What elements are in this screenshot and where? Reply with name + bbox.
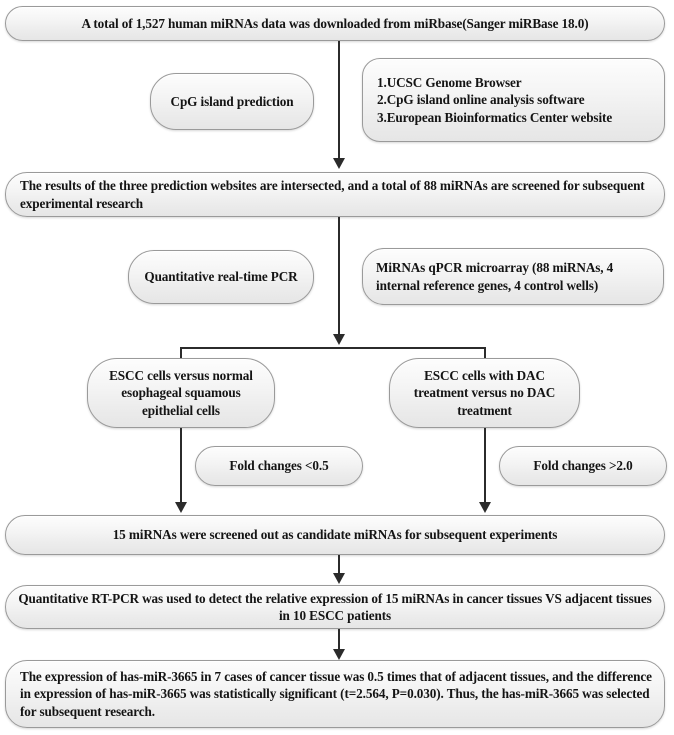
- node-escc-dac: ESCC cells with DAC treatment versus no …: [389, 358, 580, 428]
- node-tools-list: 1.UCSC Genome Browser 2.CpG island onlin…: [362, 58, 665, 142]
- node-qpcr-method: Quantitative real-time PCR: [128, 250, 314, 304]
- node-source: A total of 1,527 human miRNAs data was d…: [5, 6, 665, 41]
- node-candidates-label: 15 miRNAs were screened out as candidate…: [112, 527, 558, 543]
- node-conclusion-label: The expression of has-miR-3665 in 7 case…: [20, 669, 652, 719]
- node-rtpcr-validation: Quantitative RT-PCR was used to detect t…: [5, 585, 665, 629]
- node-fold-up-label: Fold changes >2.0: [533, 458, 633, 474]
- connector-candidates-to-rtpcr: [338, 555, 340, 575]
- node-escc-vs-normal: ESCC cells versus normal esophageal squa…: [87, 358, 275, 428]
- node-conclusion: The expression of has-miR-3665 in 7 case…: [5, 660, 665, 728]
- node-intersect-results: The results of the three prediction webs…: [5, 172, 665, 217]
- arrowhead-intersect-to-split: [333, 334, 345, 345]
- connector-escc-left-down: [180, 428, 182, 504]
- connector-split-bar: [180, 347, 486, 349]
- connector-intersect-to-split: [338, 217, 340, 336]
- node-qpcr-method-label: Quantitative real-time PCR: [144, 269, 298, 285]
- node-cpg-prediction: CpG island prediction: [150, 73, 314, 130]
- connector-split-right-drop: [484, 347, 486, 360]
- node-escc-dac-label: ESCC cells with DAC treatment versus no …: [413, 368, 556, 418]
- connector-source-to-intersect: [338, 41, 340, 160]
- arrowhead-escc-right-down: [479, 502, 491, 513]
- node-source-label: A total of 1,527 human miRNAs data was d…: [81, 15, 589, 31]
- arrowhead-escc-left-down: [175, 502, 187, 513]
- node-microarray-label: MiRNAs qPCR microarray (88 miRNAs, 4 int…: [376, 260, 614, 293]
- node-intersect-results-label: The results of the three prediction webs…: [20, 178, 645, 211]
- arrowhead-rtpcr-to-conclusion: [333, 649, 345, 660]
- arrowhead-source-to-intersect: [333, 158, 345, 169]
- node-candidates: 15 miRNAs were screened out as candidate…: [5, 515, 665, 555]
- connector-rtpcr-to-conclusion: [338, 629, 340, 651]
- node-rtpcr-validation-label: Quantitative RT-PCR was used to detect t…: [18, 590, 652, 623]
- node-fold-down: Fold changes <0.5: [195, 446, 363, 486]
- node-tools-list-label: 1.UCSC Genome Browser 2.CpG island onlin…: [377, 75, 613, 125]
- connector-escc-right-down: [484, 428, 486, 504]
- node-cpg-prediction-label: CpG island prediction: [170, 93, 294, 109]
- connector-split-left-drop: [180, 347, 182, 360]
- arrowhead-candidates-to-rtpcr: [333, 573, 345, 584]
- node-fold-up: Fold changes >2.0: [499, 446, 667, 486]
- node-fold-down-label: Fold changes <0.5: [229, 458, 329, 474]
- node-escc-vs-normal-label: ESCC cells versus normal esophageal squa…: [109, 368, 253, 418]
- node-microarray: MiRNAs qPCR microarray (88 miRNAs, 4 int…: [362, 248, 664, 305]
